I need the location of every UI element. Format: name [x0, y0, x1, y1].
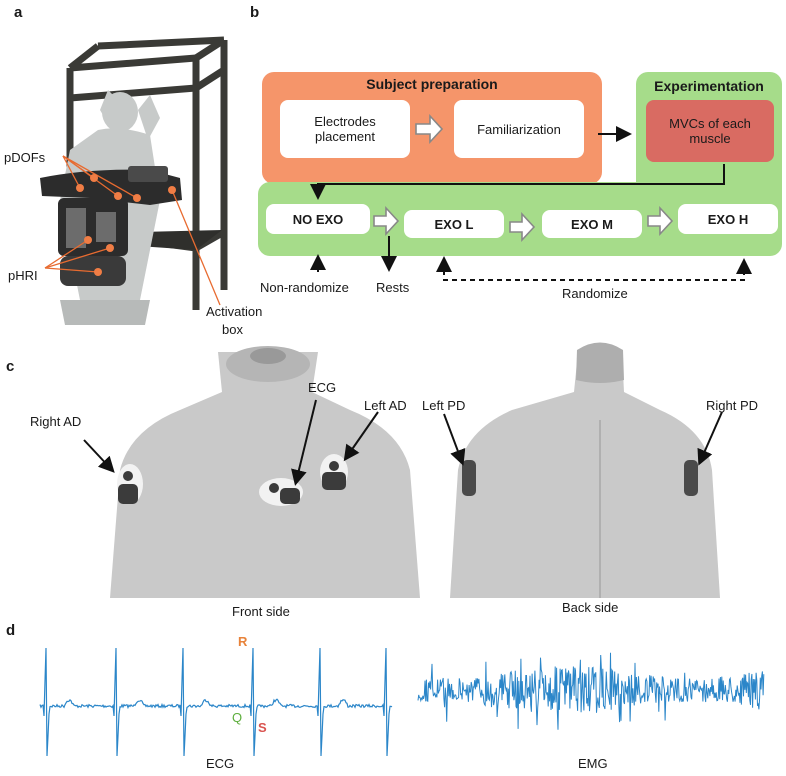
emg-trace [417, 652, 765, 730]
condition-no-exo: NO EXO [266, 204, 370, 234]
back-side-label: Back side [562, 600, 619, 615]
ecg-electrode-label: ECG [308, 380, 337, 395]
rests-label: Rests [376, 280, 410, 295]
activation-box-label-2: box [222, 322, 243, 337]
condition-exo-m: EXO M [542, 210, 642, 238]
right-ad-label: Right AD [30, 414, 82, 429]
mvcs-label-2: muscle [689, 131, 731, 146]
panel-label-a: a [14, 4, 23, 21]
r-peak-label: R [238, 634, 248, 649]
condition-exo-h: EXO H [678, 204, 778, 234]
electrodes-placement-box: Electrodes placement [280, 100, 410, 158]
panel-label-c: c [6, 358, 15, 375]
left-ad-label: Left AD [364, 398, 407, 413]
condition-exo-l: EXO L [404, 210, 504, 238]
activation-box-label-1: Activation [206, 304, 263, 319]
mvcs-label-1: MVCs of each [669, 116, 751, 131]
experimentation-title: Experimentation [654, 78, 764, 94]
q-wave-label: Q [232, 710, 243, 725]
panel-label-d: d [6, 622, 16, 639]
electrodes-label: Electrodes [314, 114, 376, 129]
randomize-label: Randomize [562, 286, 628, 301]
ecg-trace [39, 647, 393, 757]
phri-label: pHRI [8, 268, 38, 283]
mvcs-box: MVCs of each muscle [646, 100, 774, 162]
front-side-label: Front side [232, 604, 290, 619]
subject-preparation-title: Subject preparation [366, 76, 498, 92]
panel-label-b: b [250, 4, 260, 21]
s-wave-label: S [258, 720, 267, 735]
familiarization-box: Familiarization [454, 100, 584, 158]
non-randomize-label: Non-randomize [260, 280, 349, 295]
ecg-signal-label: ECG [206, 756, 235, 771]
placement-label: placement [315, 129, 375, 144]
pdofs-label: pDOFs [4, 150, 46, 165]
right-pd-label: Right PD [706, 398, 759, 413]
emg-signal-label: EMG [578, 756, 608, 771]
left-pd-label: Left PD [422, 398, 466, 413]
